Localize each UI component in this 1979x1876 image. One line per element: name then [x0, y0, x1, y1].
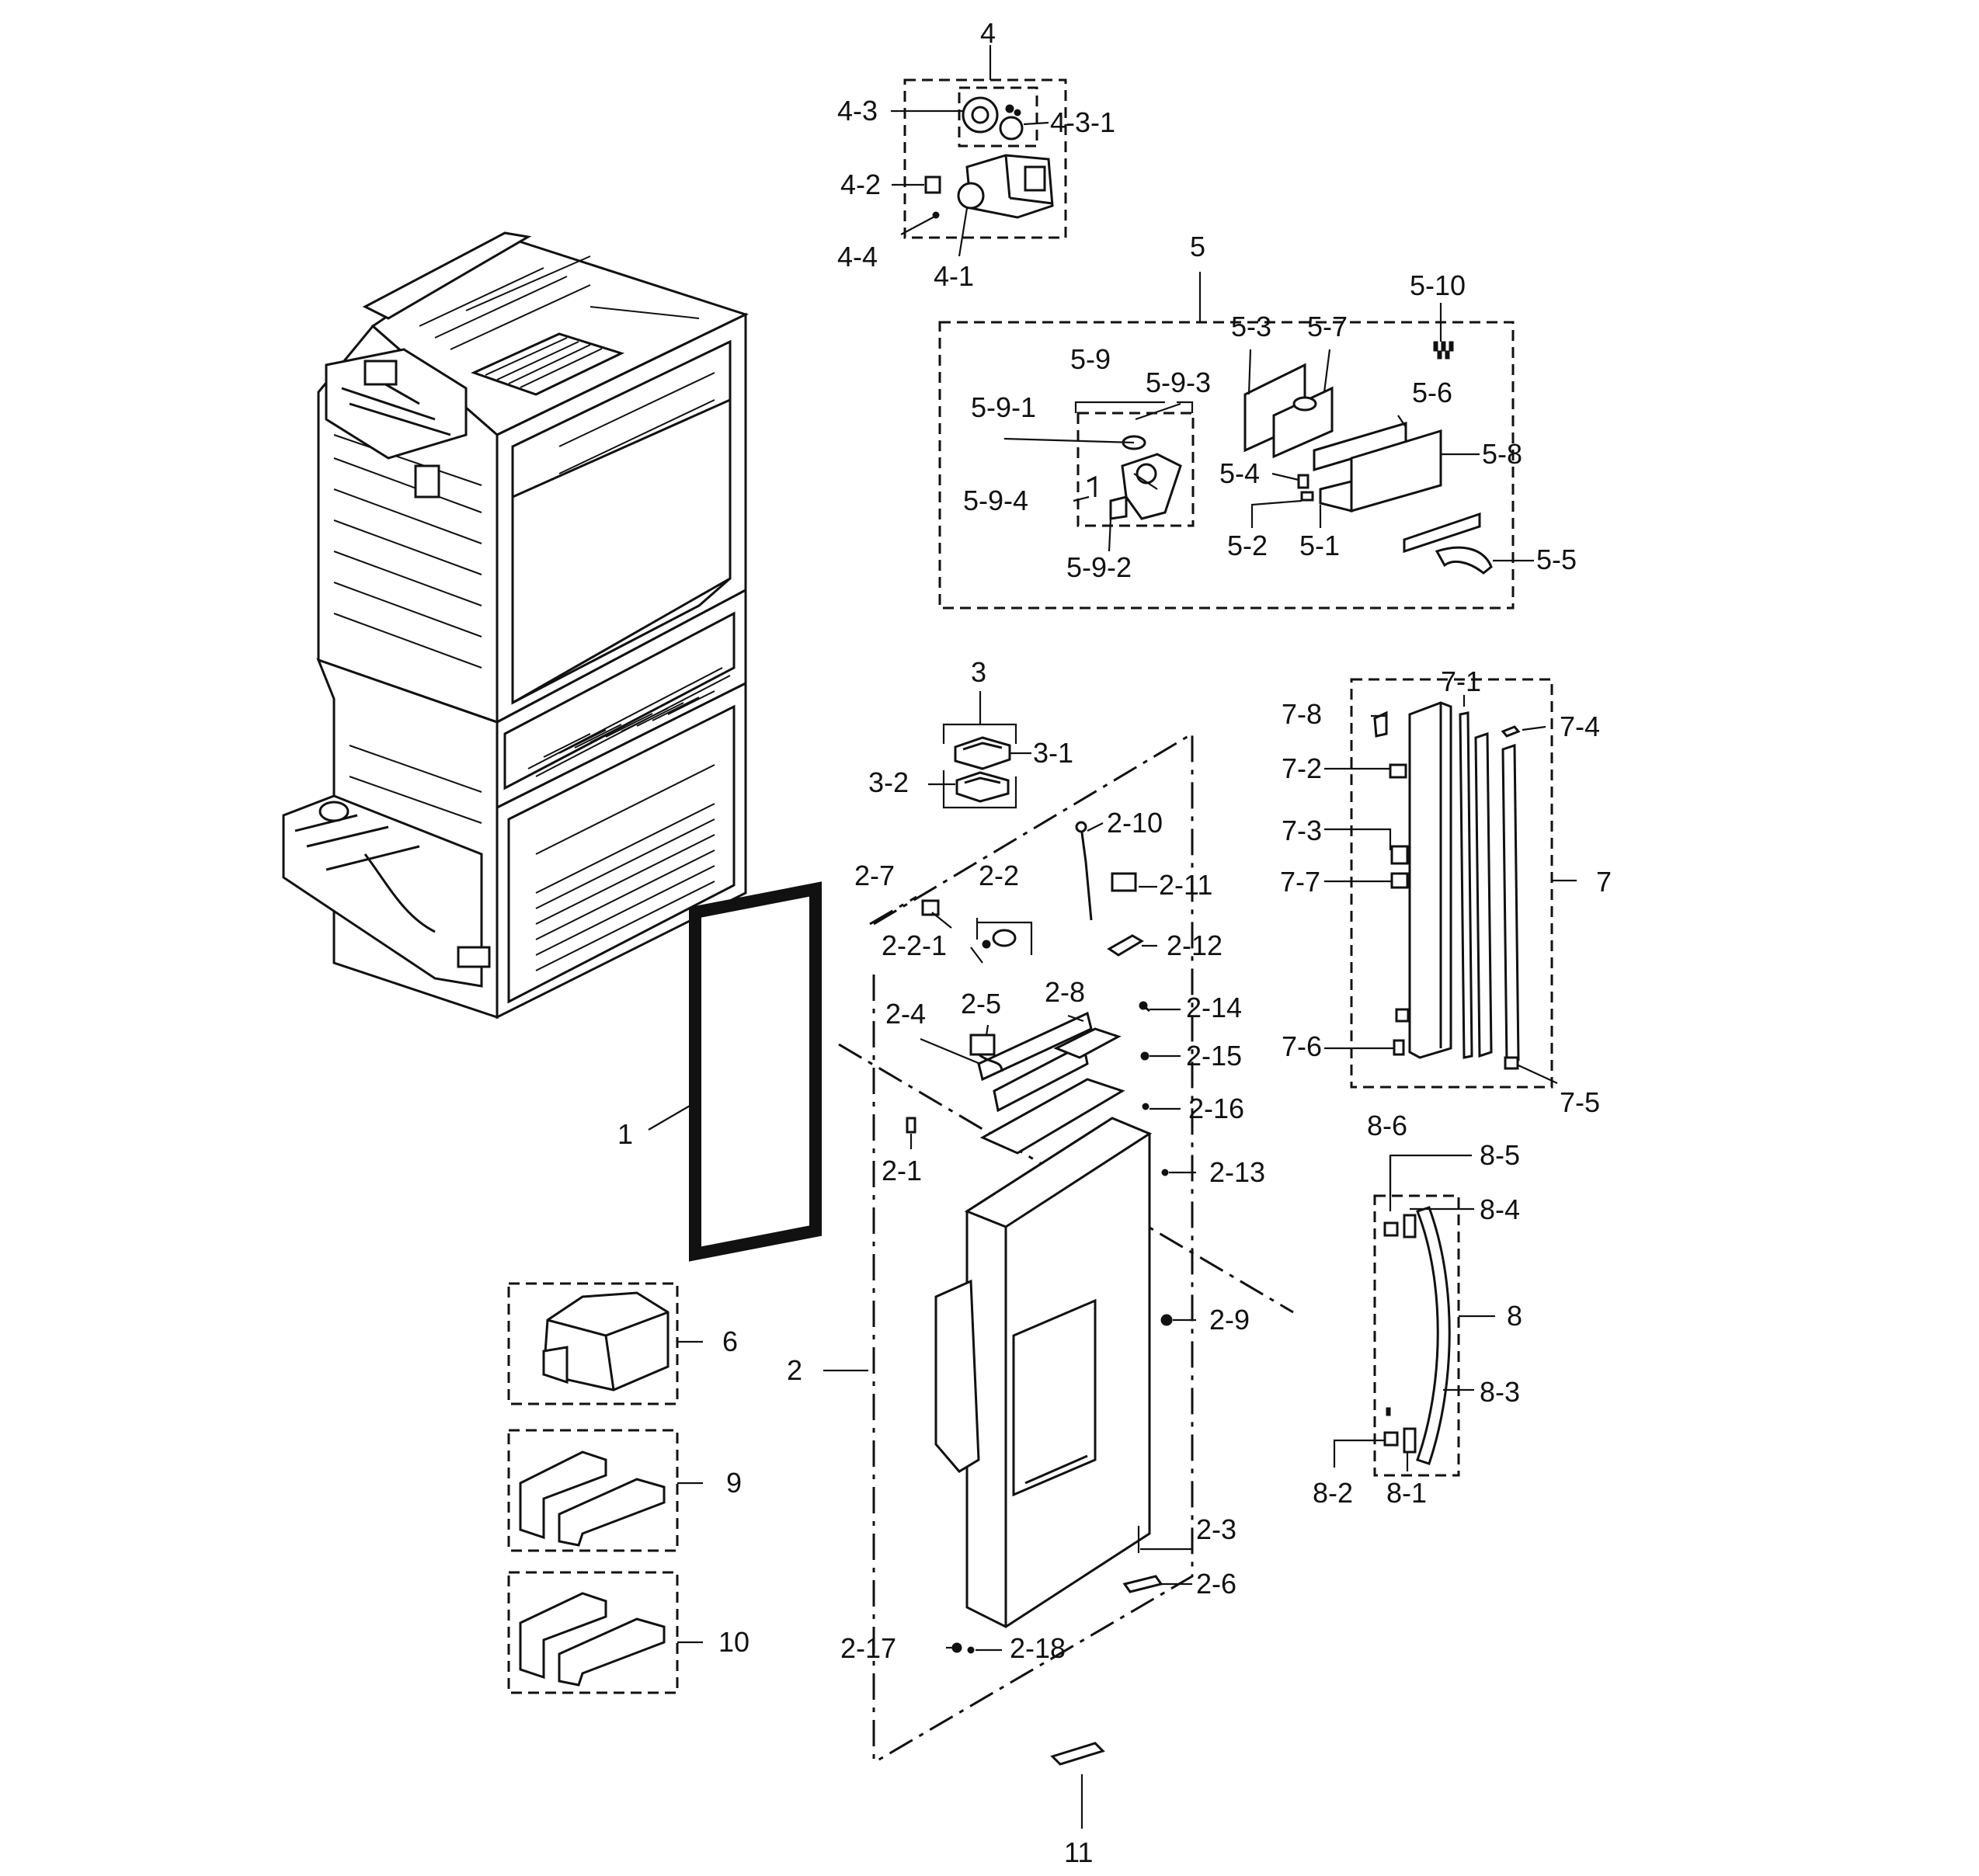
label-7: 7: [1596, 866, 1612, 898]
label-2-14: 2-14: [1186, 992, 1242, 1023]
label-2-12: 2-12: [1167, 929, 1223, 961]
bin-6: [507, 1282, 703, 1405]
label-3: 3: [971, 656, 986, 688]
assembly-4: [891, 45, 1067, 257]
callout-labels: 4 4-3 4-3-1 4-2 4-4 4-1 5 5-10 5-3 5-7 5…: [617, 17, 1612, 1868]
label-4-2: 4-2: [840, 168, 881, 200]
label-8-1: 8-1: [1386, 1477, 1427, 1509]
label-5-6: 5-6: [1412, 377, 1452, 408]
label-5: 5: [1190, 231, 1205, 262]
label-2-16: 2-16: [1188, 1093, 1244, 1124]
label-7-8: 7-8: [1282, 698, 1322, 730]
label-5-1: 5-1: [1299, 530, 1340, 561]
label-3-1: 3-1: [1033, 737, 1073, 769]
label-8: 8: [1507, 1300, 1522, 1332]
label-8-4: 8-4: [1480, 1193, 1520, 1225]
assembly-8-handle: [1333, 1154, 1495, 1477]
label-5-2: 5-2: [1227, 530, 1268, 561]
label-1: 1: [617, 1118, 633, 1150]
label-9: 9: [726, 1467, 742, 1499]
label-2-7: 2-7: [854, 860, 895, 891]
label-7-2: 7-2: [1282, 752, 1322, 784]
label-2-2: 2-2: [979, 860, 1019, 891]
label-4-1: 4-1: [934, 260, 974, 292]
label-8-2: 8-2: [1313, 1477, 1353, 1509]
label-2-6: 2-6: [1196, 1568, 1236, 1600]
label-7-5: 7-5: [1560, 1086, 1600, 1118]
label-2-4: 2-4: [885, 998, 926, 1030]
assembly-7: [1324, 678, 1577, 1089]
label-5-8: 5-8: [1482, 438, 1522, 470]
label-2-13: 2-13: [1209, 1156, 1265, 1188]
label-2-1: 2-1: [882, 1155, 922, 1186]
label-5-3: 5-3: [1231, 311, 1271, 342]
label-5-9: 5-9: [1070, 343, 1111, 375]
label-3-2: 3-2: [868, 766, 909, 798]
label-2-3: 2-3: [1196, 1513, 1236, 1545]
label-5-9-4: 5-9-4: [963, 485, 1028, 516]
label-8-6: 8-6: [1367, 1110, 1407, 1141]
door-gasket-1: [648, 881, 822, 1262]
label-5-5: 5-5: [1536, 544, 1577, 575]
label-4-3-1: 4-3-1: [1050, 106, 1115, 138]
label-6: 6: [722, 1325, 738, 1357]
refrigerator-cabinet: [282, 231, 750, 1020]
part-11: [1050, 1742, 1105, 1829]
label-2: 2: [787, 1354, 802, 1386]
label-2-5: 2-5: [961, 988, 1001, 1020]
label-2-8: 2-8: [1045, 976, 1085, 1008]
label-2-15: 2-15: [1186, 1040, 1242, 1072]
label-5-9-1: 5-9-1: [971, 391, 1036, 423]
assembly-3: [928, 691, 1031, 809]
label-4-3: 4-3: [837, 95, 878, 127]
label-2-9: 2-9: [1209, 1304, 1250, 1336]
label-7-7: 7-7: [1280, 866, 1320, 898]
label-4-4: 4-4: [837, 241, 878, 273]
label-2-10: 2-10: [1107, 807, 1163, 839]
label-10: 10: [718, 1626, 750, 1658]
label-5-4: 5-4: [1219, 457, 1260, 489]
label-4: 4: [980, 17, 996, 49]
label-2-11: 2-11: [1159, 869, 1212, 901]
label-7-4: 7-4: [1560, 710, 1600, 742]
label-2-2-1: 2-2-1: [882, 929, 947, 961]
bin-9: [507, 1429, 703, 1552]
assembly-2-door: [823, 731, 1294, 1764]
label-7-3: 7-3: [1282, 815, 1322, 846]
label-8-5: 8-5: [1480, 1139, 1520, 1171]
label-2-18: 2-18: [1010, 1632, 1066, 1664]
label-5-10: 5-10: [1410, 269, 1466, 301]
label-8-3: 8-3: [1480, 1376, 1520, 1408]
label-11: 11: [1064, 1836, 1093, 1868]
label-2-17: 2-17: [840, 1632, 896, 1664]
label-5-9-3: 5-9-3: [1146, 367, 1211, 398]
label-7-1: 7-1: [1441, 665, 1481, 697]
label-7-6: 7-6: [1282, 1030, 1322, 1062]
assembly-5: [938, 272, 1534, 610]
label-5-7: 5-7: [1307, 311, 1348, 342]
label-5-9-2: 5-9-2: [1066, 551, 1132, 583]
bin-10: [507, 1571, 703, 1694]
